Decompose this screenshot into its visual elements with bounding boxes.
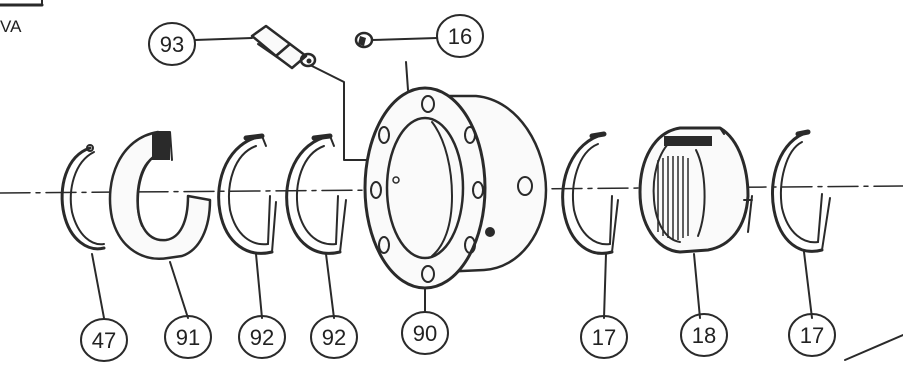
callout-17-left: 17 (580, 315, 628, 359)
part-92-ring-left (217, 133, 277, 255)
part-91-tab (152, 132, 170, 160)
callout-90-label: 90 (413, 321, 437, 346)
part-16-plug (354, 31, 374, 49)
callout-93-label: 93 (160, 32, 184, 57)
callout-18: 18 (680, 313, 728, 357)
callout-16-label: 16 (448, 24, 472, 49)
part-93-fitting (250, 24, 317, 70)
part-92-ring-right (285, 133, 347, 255)
part-18-top-band (664, 136, 712, 146)
corner-frame: VA (0, 0, 44, 36)
callout-91-label: 91 (176, 325, 200, 350)
callout-93: 93 (148, 22, 196, 66)
corner-label: VA (0, 17, 22, 36)
callout-17-right: 17 (788, 313, 836, 357)
part-91-housing (108, 130, 212, 260)
part-47-snap-ring (60, 144, 106, 251)
callout-92-right-label: 92 (322, 325, 346, 350)
callout-92-left-label: 92 (250, 325, 274, 350)
leader-lines (91, 37, 813, 319)
callout-17-left-label: 17 (592, 325, 616, 350)
part-17-snap-ring-right (771, 129, 831, 253)
callout-92-right: 92 (310, 315, 358, 359)
part-17-snap-ring-left (561, 131, 619, 255)
callout-16: 16 (436, 14, 484, 58)
callout-18-label: 18 (692, 323, 716, 348)
part-18-needle-bearing (638, 126, 753, 254)
callout-91: 91 (164, 315, 212, 359)
callout-92-left: 92 (238, 315, 286, 359)
callout-17-right-label: 17 (800, 323, 824, 348)
part-90-flange-body (363, 86, 548, 290)
callout-47-label: 47 (92, 328, 116, 353)
frame-corner-line (844, 334, 903, 361)
callout-90: 90 (401, 311, 449, 355)
callout-47: 47 (80, 318, 128, 362)
part-18-needles (657, 156, 689, 240)
